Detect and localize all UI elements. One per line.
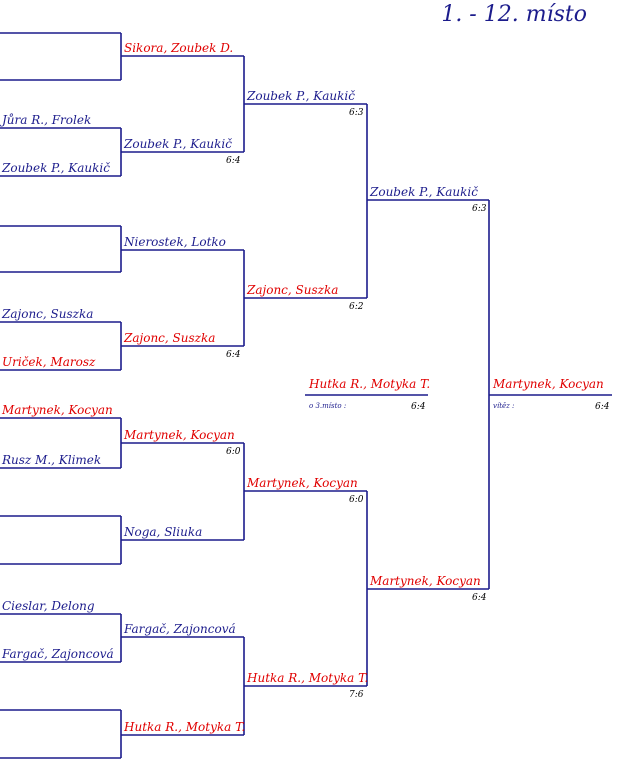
r2-team-label: Nierostek, Lotko bbox=[124, 235, 226, 249]
r4-team-label: Martynek, Kocyan bbox=[370, 574, 481, 588]
r1-team-label: Martynek, Kocyan bbox=[2, 403, 113, 417]
r3-team-label: Zoubek P., Kaukič bbox=[247, 89, 355, 103]
r4-team-label: Zoubek P., Kaukič bbox=[370, 185, 478, 199]
final-winner-team: Martynek, Kocyan bbox=[493, 377, 604, 391]
r1-team-label: Zoubek P., Kaukič bbox=[2, 161, 110, 175]
r1-team-label: Rusz M., Klimek bbox=[2, 453, 102, 467]
r3-team-label: Martynek, Kocyan bbox=[247, 476, 358, 490]
final-note: vítěz : bbox=[493, 402, 515, 410]
r4-score: 6:3 bbox=[472, 204, 487, 214]
r2-score: 6:0 bbox=[226, 447, 241, 457]
final-score: 6:4 bbox=[595, 402, 610, 412]
r2-score: 6:4 bbox=[226, 156, 241, 166]
r2-team-label: Hutka R., Motyka T. bbox=[124, 720, 246, 734]
r2-score: 6:4 bbox=[226, 350, 241, 360]
third-place-note: o 3.místo : bbox=[309, 402, 347, 410]
r3-score: 7:6 bbox=[349, 690, 364, 700]
r1-team-label: Zajonc, Suszka bbox=[2, 307, 94, 321]
r3-score: 6:2 bbox=[349, 302, 364, 312]
r1-team-label: Cieslar, Delong bbox=[2, 599, 95, 613]
r3-team-label: Zajonc, Suszka bbox=[247, 283, 339, 297]
third-place-team: Hutka R., Motyka T. bbox=[309, 377, 431, 391]
page-title: 1. - 12. místo bbox=[441, 2, 587, 27]
r2-team-label: Noga, Sliuka bbox=[124, 525, 203, 539]
r1-team-label: Uriček, Marosz bbox=[2, 355, 96, 369]
r2-team-label: Zoubek P., Kaukič bbox=[124, 137, 232, 151]
r1-team-label: Fargač, Zajoncová bbox=[2, 647, 114, 661]
third-place-score: 6:4 bbox=[411, 402, 426, 412]
r2-team-label: Zajonc, Suszka bbox=[124, 331, 216, 345]
r3-team-label: Hutka R., Motyka T. bbox=[247, 671, 369, 685]
r2-team-label: Martynek, Kocyan bbox=[124, 428, 235, 442]
r2-team-label: Sikora, Zoubek D. bbox=[124, 41, 234, 55]
r2-team-label: Fargač, Zajoncová bbox=[124, 622, 236, 636]
r4-score: 6:4 bbox=[472, 593, 487, 603]
r3-score: 6:3 bbox=[349, 108, 364, 118]
r3-score: 6:0 bbox=[349, 495, 364, 505]
r1-team-label: Jůra R., Frolek bbox=[2, 113, 92, 127]
